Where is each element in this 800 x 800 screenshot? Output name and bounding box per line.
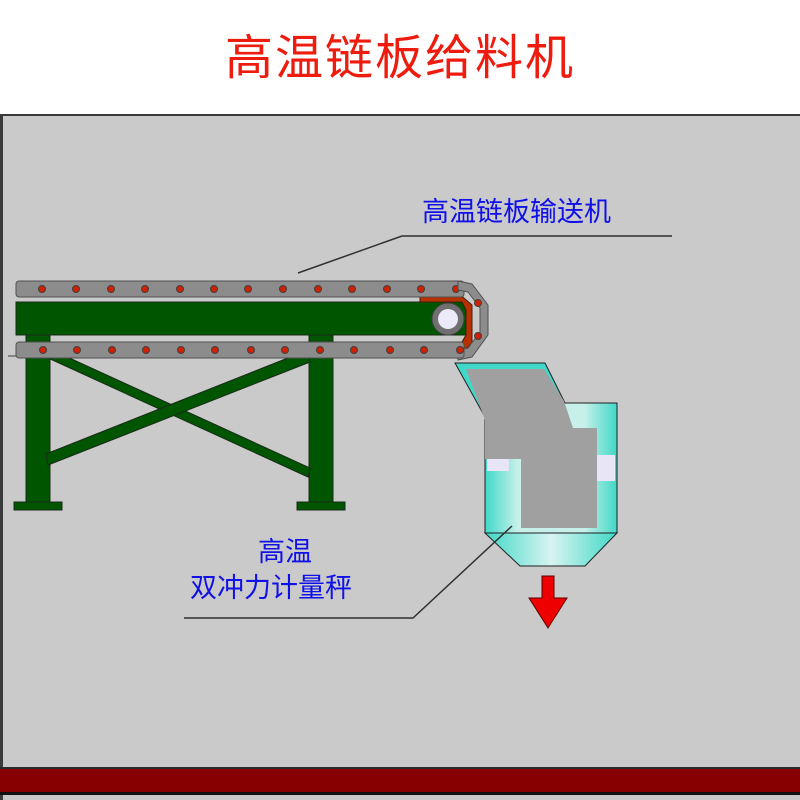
leader-line-scale (184, 525, 513, 619)
impact-scale-hopper (454, 362, 619, 567)
conveyor-label: 高温链板输送机 (422, 197, 611, 228)
conveyor-beam (15, 301, 467, 336)
conveyor-chain-bottom (8, 341, 465, 359)
page-title: 高温链板给料机 (224, 30, 575, 86)
diagram-panel (0, 114, 800, 800)
footer-bar (0, 767, 800, 795)
arrow-down-icon (528, 575, 568, 629)
leader-line-conveyor (297, 235, 672, 274)
conveyor-chain-top (15, 280, 465, 298)
scale-label-line2: 双冲力计量秤 (190, 573, 352, 604)
support-frame (13, 329, 346, 511)
scale-label-line1: 高温 (258, 537, 312, 568)
